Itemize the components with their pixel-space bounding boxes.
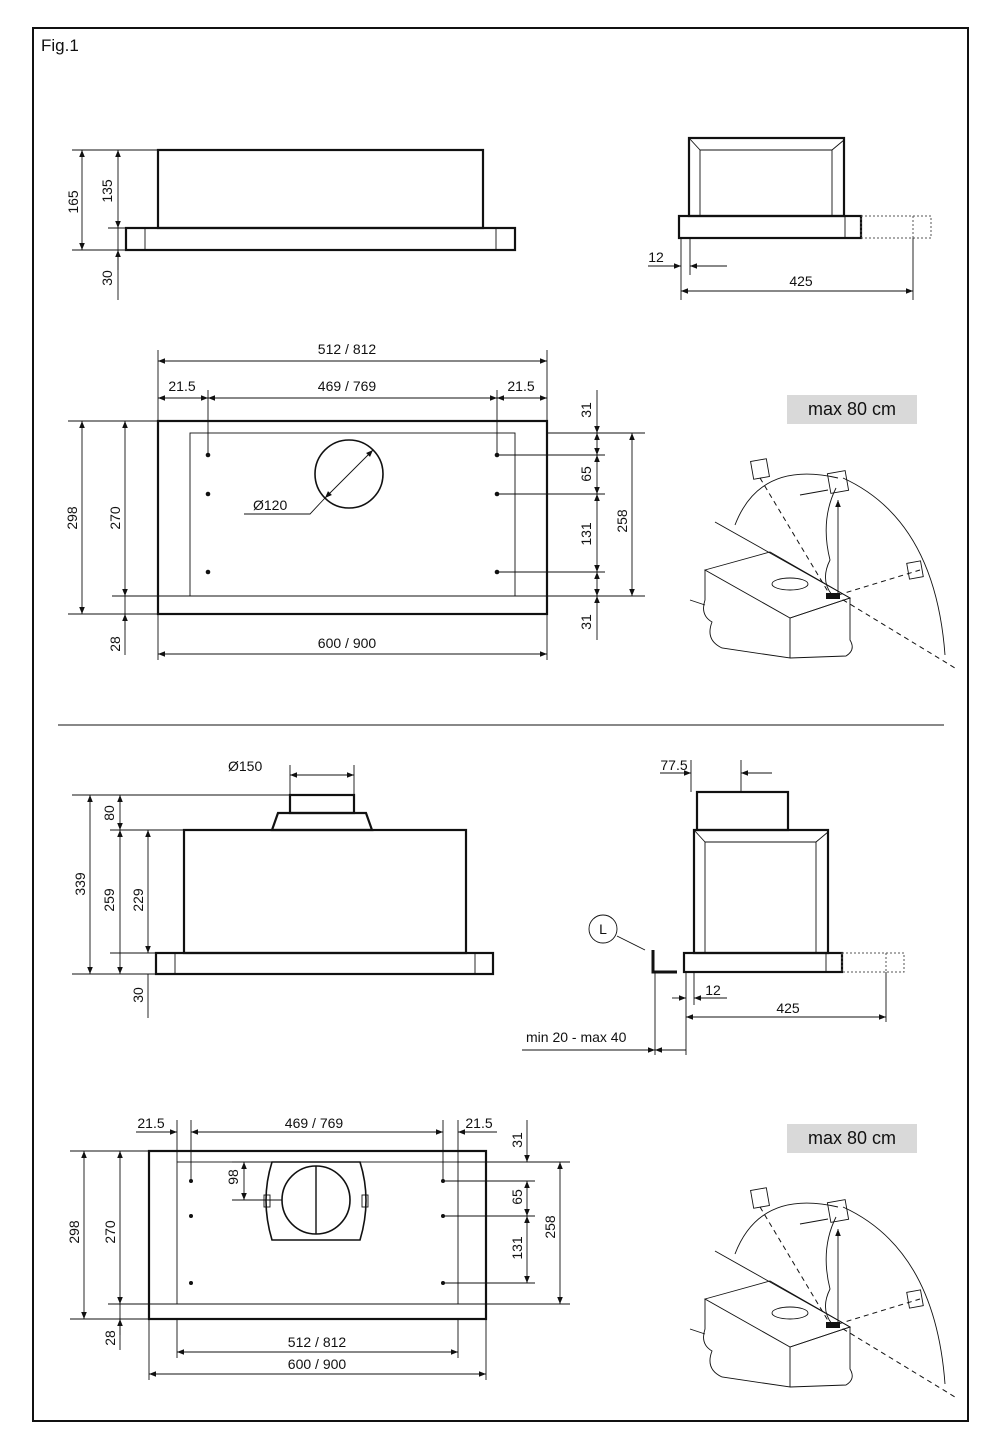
dim-77-5: 77.5 bbox=[660, 757, 687, 773]
figure-label: Fig.1 bbox=[41, 36, 79, 55]
dim-600-900-bottom: 600 / 900 bbox=[288, 1356, 347, 1372]
dim-21-5-right-bottom: 21.5 bbox=[465, 1115, 492, 1131]
dim-600-900: 600 / 900 bbox=[318, 635, 377, 651]
dim-21-5-left-bottom: 21.5 bbox=[137, 1115, 164, 1131]
bottom-front-elevation: Ø150 80 339 259 229 30 bbox=[72, 758, 495, 1018]
top-side-elevation: 12 425 bbox=[648, 136, 932, 300]
dim-298-bottom: 298 bbox=[66, 1220, 82, 1244]
dim-339: 339 bbox=[72, 872, 88, 896]
top-plan-view: Ø120 512 / 812 21.5 469 / 769 21.5 298 2… bbox=[64, 341, 645, 660]
dim-31-bottom: 31 bbox=[578, 614, 594, 630]
dim-512-812-bottom: 512 / 812 bbox=[288, 1334, 347, 1350]
bottom-installation-illustration bbox=[689, 1187, 956, 1398]
dim-135: 135 bbox=[99, 179, 115, 203]
figure-frame bbox=[32, 27, 969, 1422]
dim-31-top: 31 bbox=[578, 402, 594, 418]
dim-21-5-left: 21.5 bbox=[168, 378, 195, 394]
dim-21-5-right: 21.5 bbox=[507, 378, 534, 394]
dim-d150: Ø150 bbox=[228, 758, 262, 774]
dim-131-bottom: 131 bbox=[509, 1236, 525, 1260]
dim-98: 98 bbox=[225, 1169, 241, 1185]
top-front-elevation: 165 135 30 bbox=[65, 148, 517, 300]
dim-259: 259 bbox=[101, 888, 117, 912]
dim-12-bottom: 12 bbox=[705, 982, 721, 998]
dim-512-812: 512 / 812 bbox=[318, 341, 377, 357]
dim-258-bottom: 258 bbox=[542, 1215, 558, 1239]
dim-12: 12 bbox=[648, 249, 664, 265]
dim-258: 258 bbox=[614, 509, 630, 533]
callout-l: L bbox=[599, 921, 607, 937]
dim-65: 65 bbox=[578, 466, 594, 482]
dim-28: 28 bbox=[107, 636, 123, 652]
dim-30: 30 bbox=[99, 270, 115, 286]
dim-80: 80 bbox=[101, 805, 117, 821]
dim-30-bottom: 30 bbox=[130, 987, 146, 1003]
dim-131: 131 bbox=[578, 522, 594, 546]
dim-469-769-bottom: 469 / 769 bbox=[285, 1115, 344, 1131]
dim-d120: Ø120 bbox=[253, 497, 287, 513]
dim-270-bottom: 270 bbox=[102, 1220, 118, 1244]
bottom-side-elevation: 77.5 L 12 425 min 20 - max 40 bbox=[522, 757, 905, 1055]
dim-28-bottom: 28 bbox=[102, 1330, 118, 1346]
dim-165: 165 bbox=[65, 190, 81, 214]
dim-270: 270 bbox=[107, 506, 123, 530]
bottom-plan-view: 98 21.5 469 / 769 21.5 298 270 28 31 6 bbox=[66, 1115, 570, 1380]
dim-229: 229 bbox=[130, 888, 146, 912]
dim-425-bottom: 425 bbox=[776, 1000, 800, 1016]
top-installation-illustration bbox=[689, 458, 956, 669]
dim-469-769: 469 / 769 bbox=[318, 378, 377, 394]
max-distance-badge-bottom: max 80 cm bbox=[787, 1124, 917, 1153]
dim-298: 298 bbox=[64, 506, 80, 530]
dim-65-bottom: 65 bbox=[509, 1189, 525, 1205]
dim-31-bottom-plan: 31 bbox=[509, 1132, 525, 1148]
max-distance-badge-top: max 80 cm bbox=[787, 395, 917, 424]
dim-425: 425 bbox=[789, 273, 813, 289]
dim-min-max: min 20 - max 40 bbox=[526, 1029, 627, 1045]
